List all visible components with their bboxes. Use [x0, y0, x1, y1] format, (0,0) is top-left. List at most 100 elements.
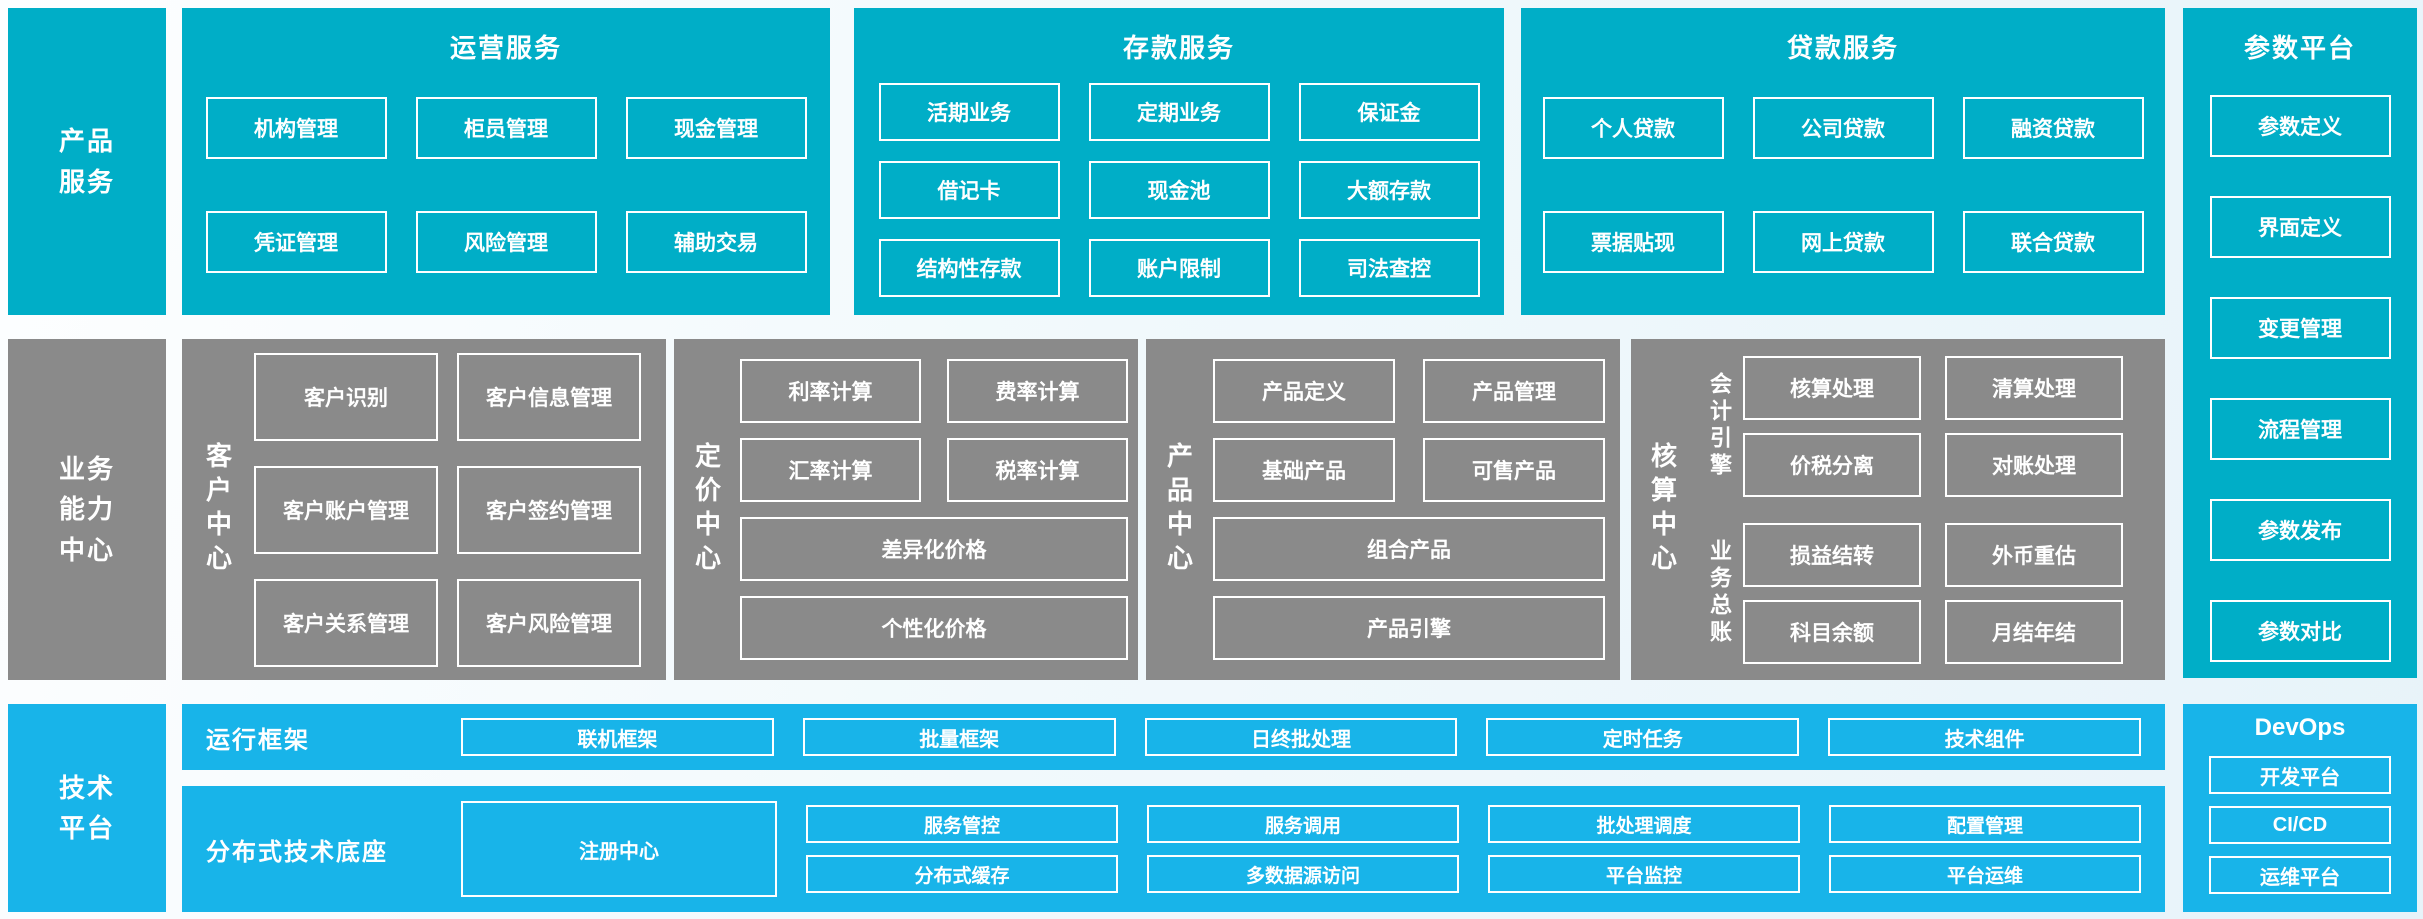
capability-box: 利率计算	[740, 359, 921, 423]
tech-box: 联机框架	[461, 718, 774, 756]
service-box: 现金管理	[625, 97, 807, 159]
product-content: 产品定义 产品管理 基础产品 可售产品 组合产品 产品引擎	[1212, 339, 1620, 680]
distributed-column: 配置管理 平台运维	[1829, 805, 2141, 893]
service-box: 票据贴现	[1542, 211, 1724, 273]
service-box: 公司贷款	[1752, 97, 1934, 159]
accounting-content: 会计引擎 核算处理 清算处理 价税分离 对账处理 业务总账 损益结转 外币重估 …	[1695, 339, 2165, 680]
tech-box: 服务调用	[1147, 805, 1459, 843]
distributed-column: 服务管控 分布式缓存	[806, 805, 1118, 893]
pricing-center-label-wrap: 定价中心	[674, 339, 740, 680]
runtime-items: 联机框架 批量框架 日终批处理 定时任务 技术组件	[461, 718, 2141, 756]
service-box: 凭证管理	[205, 211, 387, 273]
service-box: 参数定义	[2209, 95, 2391, 157]
capability-box: 客户签约管理	[457, 465, 641, 554]
label-line: 技术	[58, 772, 115, 803]
sidebar-technology-platform: 技术 平台	[8, 704, 166, 912]
section-title: 存款服务	[1122, 33, 1235, 63]
tech-box: 技术组件	[1828, 718, 2141, 756]
deposit-grid: 活期业务 定期业务 保证金 借记卡 现金池 大额存款 结构性存款 账户限制 司法…	[854, 83, 1504, 297]
service-box: 界面定义	[2209, 196, 2391, 258]
capability-box: 费率计算	[947, 359, 1128, 423]
tech-box: 配置管理	[1829, 805, 2141, 843]
pricing-center-label: 定价中心	[691, 441, 722, 578]
capability-box: 产品管理	[1423, 359, 1605, 423]
accounting-engine-label: 会计引擎	[1707, 372, 1732, 480]
ledger-label-wrap: 业务总账	[1695, 523, 1743, 664]
devops-list: 开发平台 CI/CD 运维平台	[2183, 756, 2417, 894]
capability-box: 税率计算	[947, 438, 1128, 502]
service-box: 联合贷款	[1962, 211, 2144, 273]
capability-box-wide: 差异化价格	[740, 517, 1128, 581]
service-box: 司法查控	[1298, 239, 1480, 297]
tech-box: 运维平台	[2209, 856, 2391, 894]
capability-box: 损益结转	[1743, 522, 1921, 587]
tech-box: 批处理调度	[1488, 805, 1800, 843]
service-box: 现金池	[1088, 161, 1270, 219]
operations-grid: 机构管理 柜员管理 现金管理 凭证管理 风险管理 辅助交易	[182, 97, 830, 273]
tech-box: 批量框架	[802, 718, 1116, 756]
capability-box: 科目余额	[1743, 599, 1921, 664]
distributed-items: 注册中心 服务管控 分布式缓存 服务调用 多数据源访问 批处理调度 平台监控 配…	[461, 801, 2141, 897]
capability-box: 汇率计算	[740, 438, 921, 502]
center-product: 产品中心 产品定义 产品管理 基础产品 可售产品 组合产品 产品引擎	[1146, 339, 1620, 680]
product-center-label: 产品中心	[1163, 441, 1194, 578]
section-title: 运营服务	[449, 33, 562, 63]
label-line: 产品	[58, 126, 115, 157]
service-box: 保证金	[1298, 83, 1480, 141]
service-box: 机构管理	[205, 97, 387, 159]
customer-grid: 客户识别 客户信息管理 客户账户管理 客户签约管理 客户关系管理 客户风险管理	[254, 339, 666, 680]
section-deposit-services: 存款服务 活期业务 定期业务 保证金 借记卡 现金池 大额存款 结构性存款 账户…	[854, 8, 1504, 315]
parameter-list: 参数定义 界面定义 变更管理 流程管理 参数发布 参数对比	[2183, 95, 2417, 662]
capability-box: 产品定义	[1213, 359, 1395, 423]
accounting-group-engine: 会计引擎 核算处理 清算处理 价税分离 对账处理	[1695, 355, 2149, 497]
distributed-column: 服务调用 多数据源访问	[1147, 805, 1459, 893]
customer-center-label: 客户中心	[202, 441, 233, 578]
label-line: 中心	[58, 534, 115, 565]
capability-box: 基础产品	[1213, 438, 1395, 502]
product-grid: 产品定义 产品管理 基础产品 可售产品	[1213, 359, 1605, 502]
sidebar-product-services-label: 产品 服务	[59, 121, 115, 202]
section-devops: DevOps 开发平台 CI/CD 运维平台	[2183, 704, 2417, 912]
tech-box: 分布式缓存	[806, 855, 1118, 893]
label-line: 业务	[58, 454, 115, 485]
capability-box: 客户识别	[254, 352, 438, 441]
center-pricing: 定价中心 利率计算 费率计算 汇率计算 税率计算 差异化价格 个性化价格	[674, 339, 1138, 680]
section-title: 参数平台	[2243, 33, 2356, 63]
tech-box: 平台运维	[1829, 855, 2141, 893]
tech-box: 平台监控	[1488, 855, 1800, 893]
tech-box: 日终批处理	[1144, 718, 1458, 756]
accounting-center-label-wrap: 核算中心	[1631, 339, 1695, 680]
engine-grid: 核算处理 清算处理 价税分离 对账处理	[1743, 355, 2149, 497]
capability-box: 核算处理	[1743, 355, 1921, 420]
center-customer: 客户中心 客户识别 客户信息管理 客户账户管理 客户签约管理 客户关系管理 客户…	[182, 339, 666, 680]
service-box: 结构性存款	[878, 239, 1060, 297]
distributed-base-label: 分布式技术底座	[206, 838, 388, 866]
registry-center-box: 注册中心	[461, 801, 777, 897]
section-operations-services: 运营服务 机构管理 柜员管理 现金管理 凭证管理 风险管理 辅助交易	[182, 8, 830, 315]
label-line: 能力	[58, 494, 115, 525]
devops-title: DevOps	[2254, 714, 2346, 741]
service-box: 账户限制	[1088, 239, 1270, 297]
capability-box: 客户关系管理	[254, 578, 438, 667]
tech-box: CI/CD	[2209, 806, 2391, 844]
band-distributed-base: 分布式技术底座 注册中心 服务管控 分布式缓存 服务调用 多数据源访问 批处理调…	[182, 786, 2165, 912]
sidebar-product-services: 产品 服务	[8, 8, 166, 315]
sidebar-business-capability-center: 业务 能力 中心	[8, 339, 166, 680]
service-box: 参数对比	[2209, 600, 2391, 662]
ledger-grid: 损益结转 外币重估 科目余额 月结年结	[1743, 522, 2149, 664]
service-box: 定期业务	[1088, 83, 1270, 141]
band-runtime-framework: 运行框架 联机框架 批量框架 日终批处理 定时任务 技术组件	[182, 704, 2165, 770]
engine-label-wrap: 会计引擎	[1695, 356, 1743, 497]
service-box: 辅助交易	[625, 211, 807, 273]
customer-center-label-wrap: 客户中心	[182, 339, 254, 680]
label-line: 平台	[58, 813, 115, 843]
service-box: 借记卡	[878, 161, 1060, 219]
capability-box-wide: 产品引擎	[1213, 596, 1605, 660]
distributed-column: 批处理调度 平台监控	[1488, 805, 1800, 893]
capability-box: 可售产品	[1423, 438, 1605, 502]
tech-box: 服务管控	[806, 805, 1118, 843]
sidebar-business-capability-label: 业务 能力 中心	[59, 449, 115, 570]
business-ledger-label: 业务总账	[1707, 539, 1732, 647]
label-line: 服务	[58, 166, 115, 197]
